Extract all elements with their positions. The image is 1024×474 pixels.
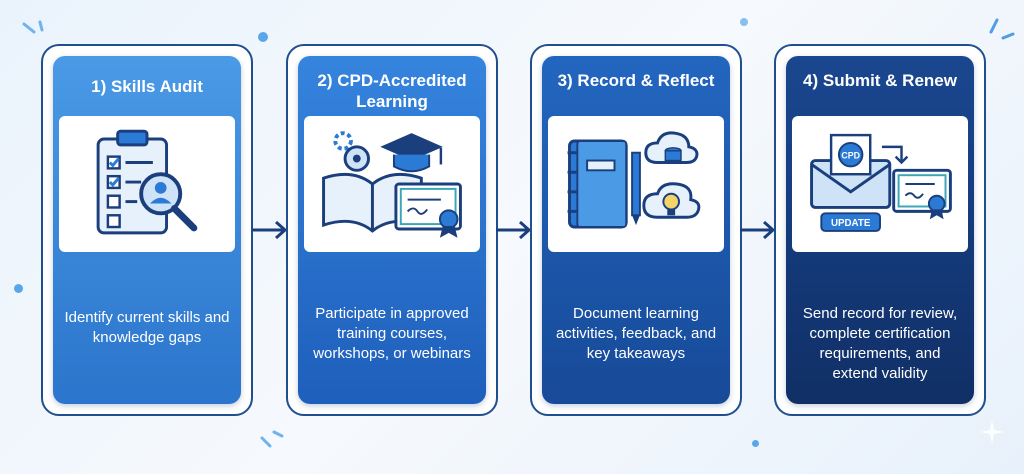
arrow-right-icon (252, 220, 288, 240)
arrow-right-icon (740, 220, 776, 240)
step-title: 1) Skills Audit (91, 77, 203, 96)
deco-dot (740, 18, 748, 26)
step-description: Participate in approved training courses… (313, 305, 471, 362)
deco-dot (258, 32, 268, 42)
step-card-panel: 4) Submit & Renew CPD UPDATE Send recor (786, 56, 974, 404)
step-illustration (59, 116, 235, 252)
step-card-3: 3) Record & Reflect Document learning (530, 44, 742, 416)
step-card-4: 4) Submit & Renew CPD UPDATE Send recor (774, 44, 986, 416)
notebook-cloud-bulb-icon (567, 131, 701, 229)
step-card-panel: 2) CPD-Accredited Learning Participate i… (298, 56, 486, 404)
step-title: 3) Record & Reflect (557, 71, 715, 90)
arrow-right-icon (496, 220, 532, 240)
step-description: Send record for review, complete certifi… (802, 305, 958, 382)
seal-text: CPD (841, 151, 860, 161)
checklist-magnifier-icon (96, 129, 198, 235)
deco-dot (752, 440, 759, 447)
step-description: Document learning activities, feedback, … (555, 305, 717, 362)
step-card-1: 1) Skills Audit Identify current skil (41, 44, 253, 416)
step-illustration: CPD UPDATE (792, 116, 968, 252)
step-illustration (304, 116, 480, 252)
sparkle-bottom-icon (260, 430, 284, 448)
step-title: 2) CPD-Accredited Learning (317, 71, 467, 111)
update-badge: UPDATE (831, 218, 871, 229)
step-description: Identify current skills and knowledge ga… (64, 309, 230, 346)
deco-dot (14, 284, 23, 293)
step-card-panel: 1) Skills Audit Identify current skil (53, 56, 241, 404)
step-card-2: 2) CPD-Accredited Learning Participate i… (286, 44, 498, 416)
book-gear-cap-certificate-icon (322, 131, 462, 238)
sparkle-top-left-icon (22, 20, 44, 34)
step-card-panel: 3) Record & Reflect Document learning (542, 56, 730, 404)
envelope-certificate-icon: CPD UPDATE (810, 133, 952, 232)
step-illustration (548, 116, 724, 252)
star-bottom-right-icon (980, 420, 1004, 444)
step-title: 4) Submit & Renew (803, 71, 957, 90)
sparkle-top-right-icon (989, 18, 1015, 40)
